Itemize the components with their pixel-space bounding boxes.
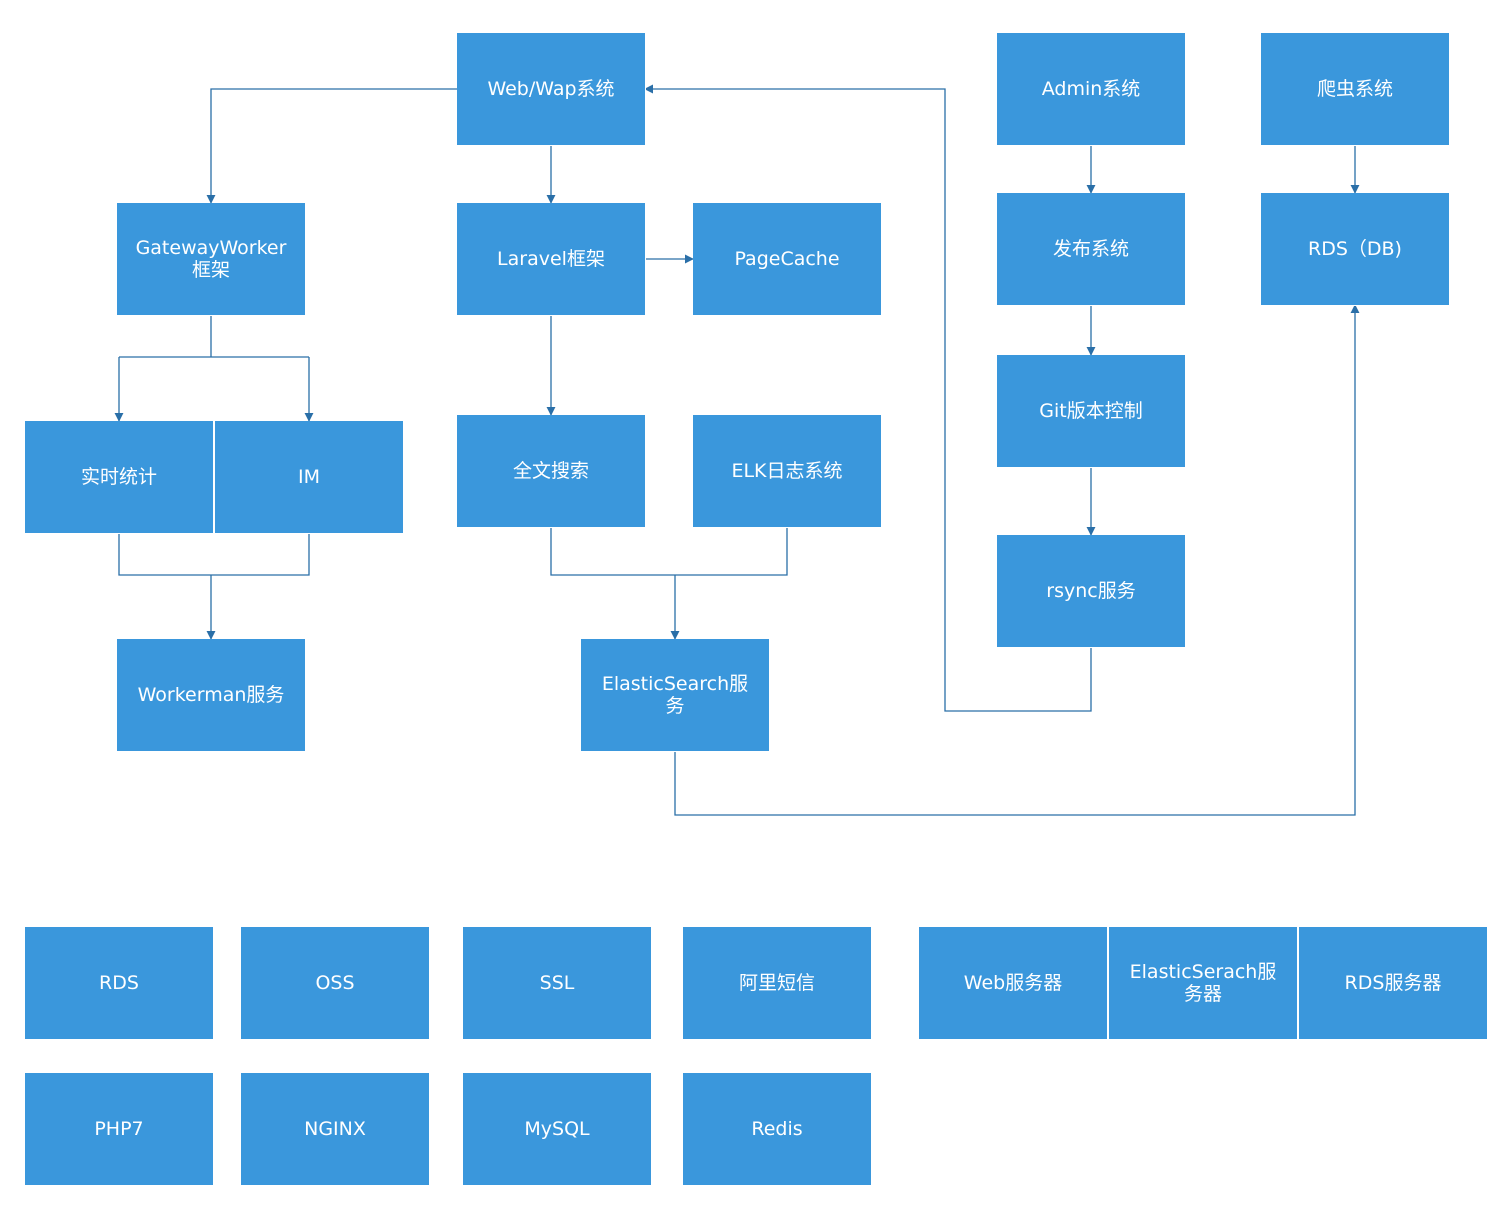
node-realtime-stats-label: 实时统计 [80,466,157,488]
service-aliyun-sms-label: 阿里短信 [738,972,815,994]
connector-search-elk-merge [550,527,788,576]
service-redis: Redis [683,1073,872,1186]
node-im-label: IM [298,466,320,488]
service-oss-label: OSS [315,972,355,994]
node-web-wap: Web/Wap系统 [457,33,646,146]
node-publish-label: 发布系统 [1052,238,1129,260]
node-laravel-label: Laravel框架 [497,248,605,270]
connector-gateway-split [119,315,309,358]
service-php7: PHP7 [25,1073,214,1186]
node-rsync-label: rsync服务 [1046,580,1136,602]
node-rsync: rsync服务 [997,535,1186,648]
node-elk: ELK日志系统 [693,415,882,528]
service-rds-label: RDS [99,972,139,994]
node-crawler-label: 爬虫系统 [1316,78,1393,100]
node-git-label: Git版本控制 [1039,400,1143,422]
connector-es-to-rds [674,304,1360,816]
service-nginx-label: NGINX [304,1118,366,1140]
node-elasticsearch: ElasticSearch服务 [581,639,770,752]
service-php7-label: PHP7 [94,1118,144,1140]
node-crawler: 爬虫系统 [1261,33,1450,146]
node-web-wap-label: Web/Wap系统 [487,78,615,100]
node-elk-label: ELK日志系统 [731,460,843,482]
node-rds-db-label: RDS（DB) [1308,238,1402,260]
node-realtime-stats: 实时统计 [25,421,214,534]
node-rds-db: RDS（DB) [1261,193,1450,306]
connector-rsync-to-web [644,84,1092,712]
service-mysql: MySQL [463,1073,652,1186]
node-workerman: Workerman服务 [117,639,306,752]
connector-web-to-gateway [206,88,457,204]
node-elasticsearch-label: ElasticSearch服务 [601,673,749,717]
service-mysql-label: MySQL [524,1118,590,1140]
server-elasticsearch-label: ElasticSerach服务器 [1129,961,1277,1005]
node-laravel: Laravel框架 [457,203,646,316]
node-fulltext-search-label: 全文搜索 [512,460,589,482]
node-publish: 发布系统 [997,193,1186,306]
node-workerman-label: Workerman服务 [137,684,285,706]
node-pagecache-label: PageCache [734,248,840,270]
service-redis-label: Redis [751,1118,803,1140]
service-ssl: SSL [463,927,652,1040]
server-web-label: Web服务器 [963,972,1063,994]
node-admin: Admin系统 [997,33,1186,146]
service-rds: RDS [25,927,214,1040]
service-ssl-label: SSL [539,972,575,994]
node-im: IM [215,421,404,534]
service-oss: OSS [241,927,430,1040]
service-nginx: NGINX [241,1073,430,1186]
node-admin-label: Admin系统 [1041,78,1141,100]
server-elasticsearch: ElasticSerach服务器 [1109,927,1298,1040]
node-fulltext-search: 全文搜索 [457,415,646,528]
server-rds: RDS服务器 [1299,927,1488,1040]
server-rds-label: RDS服务器 [1344,972,1442,994]
server-web: Web服务器 [919,927,1108,1040]
node-gateway-worker-label: GatewayWorker框架 [135,237,287,281]
connector-stats-im-merge [118,533,310,576]
node-pagecache: PageCache [693,203,882,316]
node-git: Git版本控制 [997,355,1186,468]
node-gateway-worker: GatewayWorker框架 [117,203,306,316]
service-aliyun-sms: 阿里短信 [683,927,872,1040]
